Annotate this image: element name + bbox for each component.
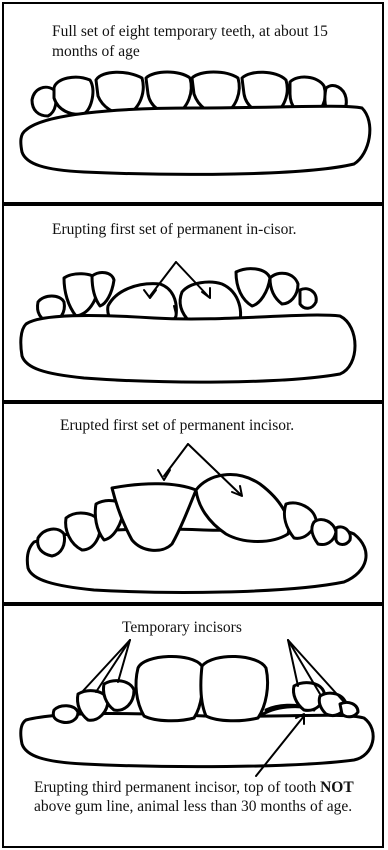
jaw-erupted-first-permanent — [4, 404, 386, 606]
temporary-tooth — [300, 289, 316, 309]
temporary-tooth — [103, 681, 134, 711]
permanent-incisor-right — [201, 656, 268, 720]
gum-jaw — [21, 106, 370, 174]
temporary-tooth — [32, 87, 56, 116]
temporary-tooth — [336, 527, 350, 545]
temporary-tooth — [312, 520, 336, 545]
panel-erupting-third-permanent: Temporary incisors Erupting third perman… — [2, 604, 384, 848]
temporary-tooth — [340, 702, 358, 716]
jaw-eight-temporary-teeth — [4, 4, 386, 206]
panel-temporary-teeth: Full set of eight temporary teeth, at ab… — [2, 2, 384, 204]
temporary-tooth — [38, 529, 65, 556]
temporary-tooth — [236, 269, 270, 306]
panel-erupted-first-permanent: Erupted first set of permanent incisor. — [2, 402, 384, 604]
temporary-tooth — [53, 706, 78, 723]
jaw-erupting-first-permanent — [4, 206, 386, 404]
panel-erupting-first-permanent: Erupting first set of permanent in-cisor… — [2, 204, 384, 402]
jaw-erupting-third-permanent — [4, 606, 386, 850]
permanent-incisor-left — [136, 656, 203, 720]
gum-jaw — [21, 315, 355, 382]
temporary-tooth — [270, 273, 298, 304]
temporary-tooth — [54, 77, 93, 114]
